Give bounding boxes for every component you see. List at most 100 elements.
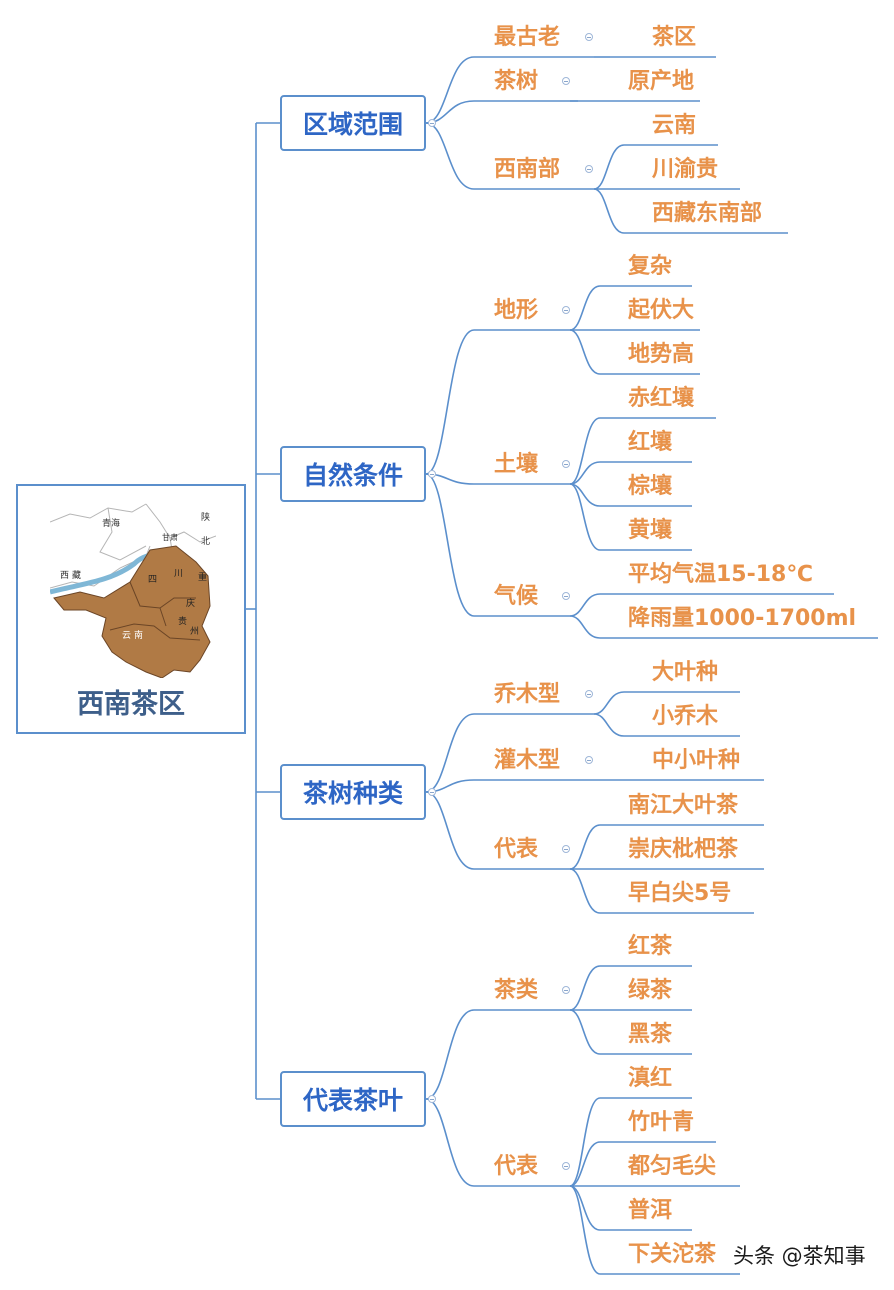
- watermark: 头条 @茶知事: [733, 1244, 866, 1268]
- branch-label: 自然条件: [302, 461, 403, 490]
- connector-curve: [569, 417, 601, 485]
- leaf-label[interactable]: 黑茶: [628, 1022, 673, 1047]
- connector-curve: [569, 285, 601, 331]
- connector-curve: [569, 483, 601, 551]
- root-node[interactable]: 青海 甘肃 陕 北 西 藏 四 川 重 庆 贵 州 云 南 西南茶区: [16, 484, 246, 734]
- subtopic-label[interactable]: 茶树: [494, 69, 539, 94]
- map-label: 西: [60, 570, 69, 581]
- leaf-label[interactable]: 小乔木: [652, 704, 719, 729]
- leaf-label[interactable]: 红茶: [628, 934, 673, 959]
- collapse-icon[interactable]: [428, 788, 436, 796]
- leaf-label[interactable]: 大叶种: [652, 660, 719, 685]
- connector-curve: [425, 56, 475, 124]
- leaf-label[interactable]: 茶区: [652, 25, 697, 50]
- map-label: 北: [201, 536, 210, 547]
- connector-curve: [425, 1009, 475, 1100]
- leaf-label[interactable]: 平均气温15-18℃: [628, 562, 814, 587]
- leaf-label[interactable]: 绿茶: [628, 978, 673, 1003]
- leaf-label[interactable]: 红壤: [628, 430, 673, 455]
- connector-curve: [593, 144, 625, 190]
- connector-curve: [593, 188, 625, 234]
- collapse-icon[interactable]: [562, 77, 570, 85]
- collapse-icon[interactable]: [585, 690, 593, 698]
- connector-curve: [425, 329, 475, 475]
- subtopic-label[interactable]: 代表: [494, 1154, 539, 1179]
- map-label: 贵: [178, 615, 187, 627]
- leaf-label[interactable]: 地势高: [628, 342, 695, 367]
- branch-node-tea-tree-types[interactable]: 茶树种类: [280, 764, 426, 820]
- subtopic-label[interactable]: 代表: [494, 837, 539, 862]
- collapse-icon[interactable]: [428, 1095, 436, 1103]
- leaf-label[interactable]: 棕壤: [628, 474, 673, 499]
- subtopic-label[interactable]: 乔木型: [494, 682, 561, 707]
- map-label: 南: [134, 629, 143, 641]
- connector-curve: [569, 1097, 601, 1187]
- subtopic-label[interactable]: 气候: [494, 584, 539, 609]
- subtopic-label[interactable]: 灌木型: [494, 748, 561, 773]
- connector-curve: [569, 461, 601, 485]
- map-label: 川: [174, 569, 183, 579]
- connector-curve: [425, 122, 475, 190]
- collapse-icon[interactable]: [585, 33, 593, 41]
- leaf-label[interactable]: 原产地: [628, 69, 695, 94]
- leaf-label[interactable]: 降雨量1000-1700ml: [628, 606, 857, 631]
- leaf-label[interactable]: 崇庆枇杷茶: [628, 837, 739, 862]
- collapse-icon[interactable]: [562, 460, 570, 468]
- southwest-china-map: 青海 甘肃 陕 北 西 藏 四 川 重 庆 贵 州 云 南: [50, 502, 216, 678]
- subtopic-label[interactable]: 最古老: [494, 25, 561, 50]
- map-label: 青海: [102, 517, 120, 529]
- root-title: 西南茶区: [77, 689, 185, 720]
- branch-node-natural-conditions[interactable]: 自然条件: [280, 446, 426, 502]
- map-label: 云: [122, 631, 131, 641]
- subtopic-label[interactable]: 地形: [494, 298, 539, 323]
- collapse-icon[interactable]: [562, 592, 570, 600]
- leaf-label[interactable]: 赤红壤: [628, 386, 695, 411]
- map-label: 庆: [186, 597, 195, 609]
- leaf-label[interactable]: 复杂: [628, 254, 673, 279]
- leaf-label[interactable]: 普洱: [628, 1198, 673, 1223]
- connector-curve: [593, 691, 625, 715]
- collapse-icon[interactable]: [428, 470, 436, 478]
- leaf-label[interactable]: 都匀毛尖: [628, 1154, 717, 1179]
- map-label: 陕: [201, 511, 210, 523]
- collapse-icon[interactable]: [562, 1162, 570, 1170]
- branch-node-region[interactable]: 区域范围: [280, 95, 426, 151]
- leaf-label[interactable]: 滇红: [628, 1066, 673, 1091]
- branch-label: 茶树种类: [302, 779, 403, 808]
- connector-curve: [569, 824, 601, 870]
- connector-curve: [569, 868, 601, 914]
- leaf-label[interactable]: 早白尖5号: [628, 881, 732, 906]
- leaf-label[interactable]: 中小叶种: [652, 748, 741, 773]
- leaf-label[interactable]: 下关沱茶: [628, 1242, 717, 1267]
- connector-curve: [569, 329, 601, 375]
- map-label: 州: [190, 626, 199, 637]
- connector-curve: [569, 1009, 601, 1055]
- collapse-icon[interactable]: [585, 165, 593, 173]
- connector-curve: [569, 593, 601, 617]
- connector-curve: [569, 1141, 601, 1187]
- map-label: 藏: [72, 569, 81, 581]
- collapse-icon[interactable]: [562, 986, 570, 994]
- collapse-icon[interactable]: [562, 306, 570, 314]
- connector-curve: [569, 615, 601, 639]
- leaf-label[interactable]: 黄壤: [628, 518, 673, 543]
- map-label: 四: [148, 575, 157, 585]
- subtopic-label[interactable]: 茶类: [494, 978, 539, 1003]
- subtopic-label[interactable]: 西南部: [494, 157, 561, 182]
- collapse-icon[interactable]: [562, 845, 570, 853]
- leaf-label[interactable]: 云南: [652, 113, 697, 138]
- collapse-icon[interactable]: [585, 756, 593, 764]
- leaf-label[interactable]: 西藏东南部: [652, 201, 763, 226]
- subtopic-label[interactable]: 土壤: [494, 452, 539, 477]
- collapse-icon[interactable]: [428, 119, 436, 127]
- connector-curve: [425, 791, 475, 870]
- leaf-label[interactable]: 南江大叶茶: [628, 793, 739, 818]
- connector-curve: [593, 713, 625, 737]
- connector-curve: [569, 965, 601, 1011]
- branch-node-representative-teas[interactable]: 代表茶叶: [280, 1071, 426, 1127]
- leaf-label[interactable]: 竹叶青: [628, 1110, 695, 1135]
- branch-label: 区域范围: [302, 110, 403, 139]
- leaf-label[interactable]: 起伏大: [628, 298, 695, 323]
- leaf-label[interactable]: 川渝贵: [652, 157, 719, 182]
